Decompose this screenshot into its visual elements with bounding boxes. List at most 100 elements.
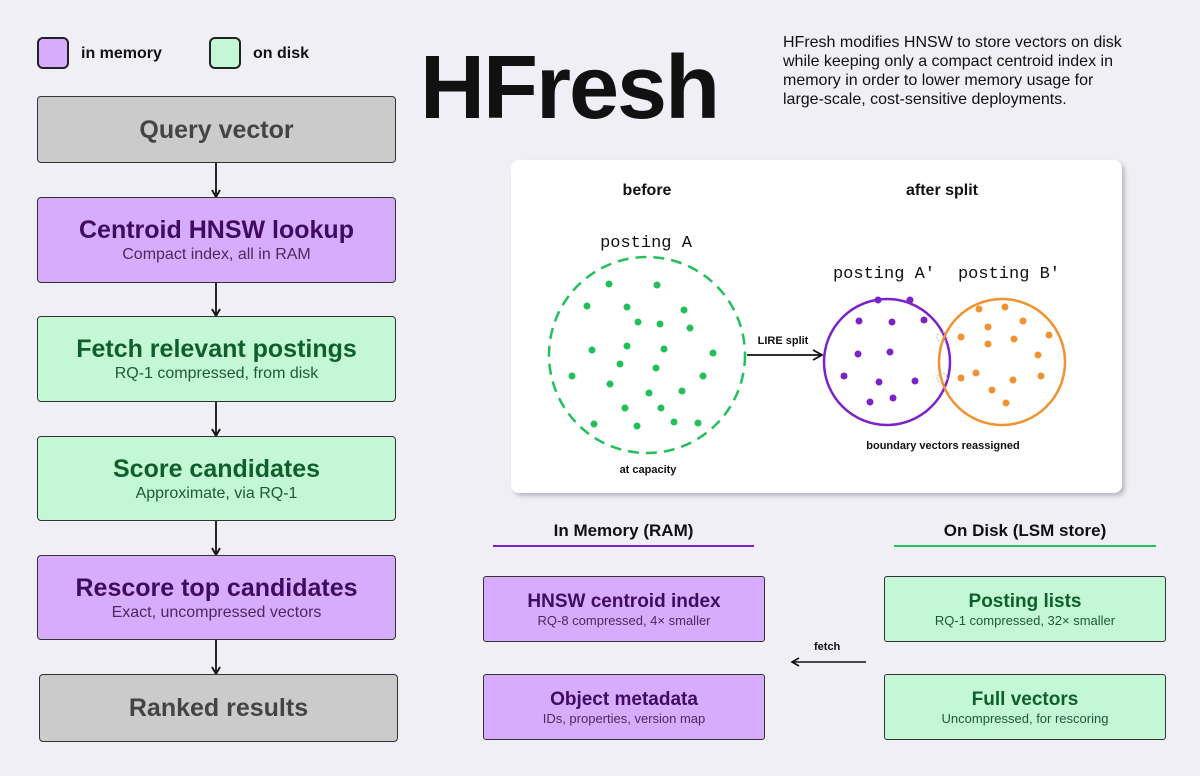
vector-dot (694, 419, 702, 427)
pipeline-arrows (211, 163, 221, 676)
vector-dot (984, 323, 992, 331)
vector-dot (1002, 399, 1010, 407)
posting-a-circle (547, 255, 747, 455)
vector-dot (920, 316, 928, 324)
vector-dot (678, 387, 686, 395)
vector-dot (875, 378, 883, 386)
description: HFresh modifies HNSW to store vectors on… (783, 33, 1183, 109)
vector-dot (623, 342, 631, 350)
vector-dot (854, 350, 862, 358)
vector-dot (855, 317, 863, 325)
posting-a-prime-label: posting A′ (833, 265, 935, 284)
vector-dot (621, 404, 629, 412)
step-score-candidates: Score candidates Approximate, via RQ-1 (37, 436, 396, 521)
split-panel (511, 160, 1122, 493)
split-vectors (840, 296, 1053, 407)
vector-dot (686, 324, 694, 332)
vector-dot (866, 398, 874, 406)
vector-dot (957, 333, 965, 341)
vector-dot (633, 422, 641, 430)
store-subtitle: IDs, properties, version map (542, 710, 706, 726)
vector-dot (588, 346, 596, 354)
posting-lists-box: Posting lists RQ-1 compressed, 32× small… (884, 576, 1166, 642)
vector-dot (657, 404, 665, 412)
vector-dot (1009, 376, 1017, 384)
step-subtitle: Compact index, all in RAM (122, 246, 311, 263)
store-subtitle: RQ-1 compressed, 32× smaller (934, 612, 1116, 628)
memory-column-rule (493, 545, 754, 547)
store-subtitle: RQ-8 compressed, 4× smaller (537, 612, 711, 628)
object-metadata-box: Object metadata IDs, properties, version… (483, 674, 765, 740)
vector-dot (709, 349, 717, 357)
step-title: Centroid HNSW lookup (79, 216, 354, 244)
legend-disk-swatch (209, 37, 241, 69)
vector-dot (680, 306, 688, 314)
step-fetch-postings: Fetch relevant postings RQ-1 compressed,… (37, 316, 396, 402)
vector-dot (699, 372, 707, 380)
vector-dot (605, 280, 613, 288)
split-diagram: before after split posting A at capacity… (547, 182, 1067, 476)
vector-dot (634, 318, 642, 326)
vector-dot (889, 394, 897, 402)
vector-dot (1019, 317, 1027, 325)
vector-dot (975, 305, 983, 313)
step-title: Rescore top candidates (75, 573, 358, 602)
vector-dot (1034, 351, 1042, 359)
before-label: before (623, 182, 672, 199)
vector-dot (623, 303, 631, 311)
store-title: Posting lists (968, 590, 1082, 612)
store-title: Object metadata (550, 688, 698, 710)
vector-dot (1037, 372, 1045, 380)
legend-memory-label: in memory (81, 45, 162, 62)
vector-dot (660, 345, 668, 353)
vector-dot (583, 302, 591, 310)
after-split-label: after split (906, 182, 979, 199)
vector-dot (656, 320, 664, 328)
vector-dot (984, 340, 992, 348)
posting-b-prime-circle (937, 297, 1067, 427)
lire-split-label: LIRE split (758, 335, 809, 347)
vector-dot (840, 372, 848, 380)
step-title: Query vector (139, 115, 294, 144)
disk-column-heading: On Disk (LSM store) (943, 521, 1107, 540)
vector-dot (911, 377, 919, 385)
vector-dot (988, 386, 996, 394)
vector-dot (1001, 303, 1009, 311)
description-line-4: large-scale, cost-sensitive deployments. (783, 91, 1067, 108)
vector-dot (590, 420, 598, 428)
vector-dot (606, 380, 614, 388)
hnsw-centroid-index-box: HNSW centroid index RQ-8 compressed, 4× … (483, 576, 765, 642)
vector-dot (568, 372, 576, 380)
legend-memory-swatch (37, 37, 69, 69)
reassigned-marker-1 (936, 331, 948, 343)
disk-column-rule (894, 545, 1156, 547)
vector-dot (616, 360, 624, 368)
vector-dot (1010, 335, 1018, 343)
step-subtitle: RQ-1 compressed, from disk (114, 365, 319, 382)
vector-dot (653, 281, 661, 289)
step-ranked-results: Ranked results (39, 674, 398, 742)
store-subtitle: Uncompressed, for rescoring (941, 710, 1109, 726)
description-line-1: HFresh modifies HNSW to store vectors on… (783, 34, 1122, 51)
vector-dot (972, 369, 980, 377)
legend-disk-label: on disk (253, 45, 310, 62)
description-line-3: memory in order to lower memory usage fo… (783, 72, 1094, 89)
step-title: Score candidates (112, 454, 321, 483)
step-subtitle: Approximate, via RQ-1 (135, 484, 298, 502)
step-subtitle: Exact, uncompressed vectors (111, 603, 322, 621)
posting-a-label: posting A (600, 234, 693, 253)
fetch-arrow-graphic (790, 657, 866, 667)
boundary-label: boundary vectors reassigned (866, 440, 1019, 452)
description-line-2: while keeping only a compact centroid in… (783, 53, 1113, 70)
store-title: Full vectors (971, 688, 1079, 710)
vector-dot (957, 374, 965, 382)
vector-dot (886, 348, 894, 356)
vector-dot (670, 418, 678, 426)
step-rescore: Rescore top candidates Exact, uncompress… (37, 555, 396, 640)
vector-dot (1045, 331, 1053, 339)
vector-dot (906, 296, 914, 304)
vector-dot (888, 318, 896, 326)
step-title: Ranked results (128, 694, 309, 722)
posting-a-vectors (568, 280, 717, 430)
store-title: HNSW centroid index (527, 590, 721, 612)
